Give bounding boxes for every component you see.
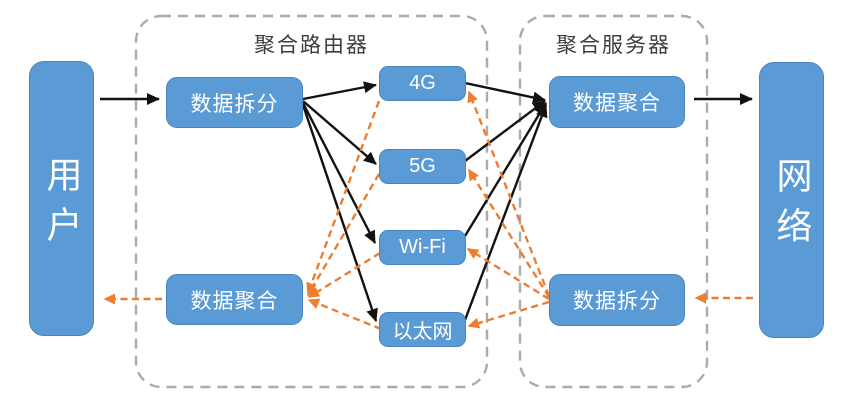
upstream-split-to-ethernet bbox=[301, 104, 378, 322]
server-group-container bbox=[518, 14, 709, 389]
channel-5g-node: 5G bbox=[379, 149, 466, 184]
channel-4g-node: 4G bbox=[379, 66, 466, 101]
downstream-ethernet-to-router-merge bbox=[307, 298, 382, 331]
server-merge-node: 数据聚合 bbox=[549, 76, 685, 128]
downstream-server-split-to-5g bbox=[467, 168, 551, 298]
downstream-server-split-to-4g bbox=[467, 90, 551, 297]
router-merge-node: 数据聚合 bbox=[166, 274, 303, 325]
upstream-arrows bbox=[100, 81, 753, 322]
network-node: 网络 bbox=[759, 62, 824, 338]
server-split-node: 数据拆分 bbox=[549, 274, 685, 326]
downstream-wifi-to-router-merge bbox=[307, 251, 381, 299]
router-group-title: 聚合路由器 bbox=[254, 34, 369, 57]
upstream-ethernet-to-server-merge bbox=[463, 104, 548, 321]
downstream-5g-to-router-merge bbox=[306, 173, 381, 297]
upstream-split-to-wifi bbox=[301, 102, 377, 244]
upstream-split-to-4g bbox=[302, 81, 377, 101]
upstream-split-to-5g bbox=[302, 100, 377, 165]
upstream-5g-to-server-merge bbox=[464, 100, 546, 162]
downstream-server-split-to-ethernet bbox=[467, 300, 550, 329]
upstream-wifi-to-server-merge bbox=[463, 102, 548, 237]
channel-ethernet-node: 以太网 bbox=[379, 312, 466, 347]
user-node: 用户 bbox=[29, 61, 94, 336]
downstream-4g-to-router-merge bbox=[306, 100, 381, 295]
server-group-title: 聚合服务器 bbox=[556, 34, 671, 57]
channel-wifi-node: Wi-Fi bbox=[379, 230, 466, 265]
router-split-node: 数据拆分 bbox=[166, 77, 303, 128]
downstream-arrows bbox=[103, 90, 753, 331]
downstream-server-split-to-wifi bbox=[466, 247, 550, 301]
upstream-4g-to-server-merge bbox=[464, 81, 546, 104]
